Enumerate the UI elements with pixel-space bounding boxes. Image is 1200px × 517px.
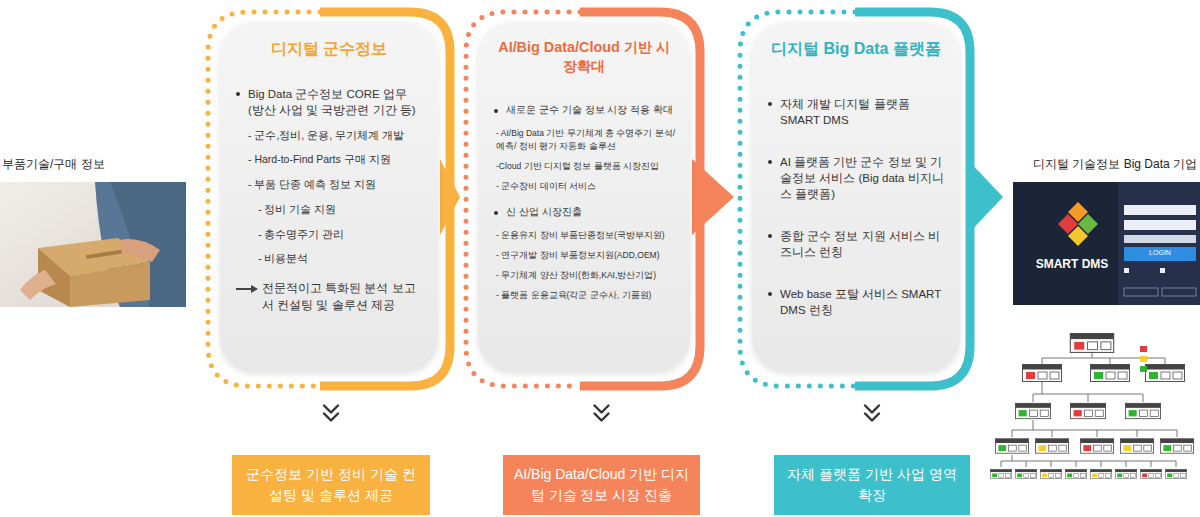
stage-panel: 디지털 Big Data 플랫폼자체 개발 디지털 플랫폼 SMART DMS A… xyxy=(752,22,960,372)
item-text: 자체 플랫폼 기반 사업 영역 확장 xyxy=(784,464,960,506)
panel-outline xyxy=(208,12,970,386)
item-text: Web base 포탈 서비스 SMART DMS 런칭 xyxy=(766,286,946,318)
delivery-photo xyxy=(0,182,186,307)
item-text: AI 플랫폼 기반 군수 정보 및 기술정보 서비스 (Big data 비지니… xyxy=(766,154,946,202)
item-text: - 군수,정비, 운용, 무기체계 개발 xyxy=(234,128,424,143)
item-text: - 운용유지 장비 부품단종정보(국방부지원) xyxy=(492,229,676,242)
arrow-tip xyxy=(966,158,1003,236)
item-text: 군수정보 기반 정비 기술 컨설팅 및 솔루션 제공 xyxy=(242,464,420,506)
photo-caption: 부품기술/구매 정보 xyxy=(2,156,105,173)
item-text: - 연구개발 장비 부품정보지원(ADD,OEM) xyxy=(492,249,676,262)
item-text: 신 산업 시장진출 xyxy=(492,205,676,219)
item-text: 새로운 군수 기술 정보 시장 적용 확대 xyxy=(492,103,676,117)
arrow-tip xyxy=(692,159,734,235)
panel-heading: 디지털 Big Data 플랫폼 xyxy=(766,38,946,60)
item-text: AI/Big Data/Cloud 기반 디지털 기술 정보 시장 진출 xyxy=(513,464,690,506)
item-text: - 정비 기술 지원 xyxy=(234,202,424,217)
stage-panel: AI/Big Data/Cloud 기반 시장확대새로운 군수 기술 정보 시장… xyxy=(478,22,690,372)
company-caption: 디지털 기술정보 Big Data 기업 xyxy=(1033,156,1197,173)
double-chevron xyxy=(324,406,338,421)
double-chevron xyxy=(865,406,879,421)
result-box: 자체 플랫폼 기반 사업 영역 확장 xyxy=(774,455,970,515)
panel-heading: AI/Big Data/Cloud 기반 시장확대 xyxy=(492,38,676,77)
item-text: -Cloud 기반 디지털 정보 플랫폼 시장진입 xyxy=(492,160,676,173)
item-text: Big Data 군수정보 CORE 업무 (방산 사업 및 국방관련 기간 등… xyxy=(234,86,424,118)
item-text: - AI/Big Data 기반 무기체계 총 수명주기 분석/ 예측/ 정비 … xyxy=(492,127,676,153)
result-box: AI/Big Data/Cloud 기반 디지털 기술 정보 시장 진출 xyxy=(503,455,700,515)
item-text: - 비용분석 xyxy=(234,251,424,266)
item-text: 종합 군수 정보 지원 서비스 비즈니스 런칭 xyxy=(766,228,946,260)
arrow-tip xyxy=(440,159,460,235)
button-text: LOGIN xyxy=(1124,249,1196,256)
tree-diagram xyxy=(990,334,1193,479)
stage-panel: 디지털 군수정보 Big Data 군수정보 CORE 업무 (방산 사업 및 국… xyxy=(220,22,438,372)
item-text: 전문적이고 특화된 분석 보고서 컨설팅 및 솔루션 제공 xyxy=(234,280,424,313)
item-text: - 군수장비 데이터 서비스 xyxy=(492,180,676,193)
item-text: - 플랫폼 운용교육(각군 군수사, 기품원) xyxy=(492,289,676,302)
double-chevron xyxy=(595,406,609,421)
logo-text: SMART DMS xyxy=(1026,257,1118,271)
item-text: - 부품 단종 예측 정보 지원 xyxy=(234,177,424,192)
item-text: - Hard-to-Find Parts 구매 지원 xyxy=(234,152,424,167)
item-text: - 무기체계 양산 장비(한화,KAI,방산기업) xyxy=(492,269,676,282)
item-text: 자체 개발 디지털 플랫폼 SMART DMS xyxy=(766,96,946,128)
item-text: - 총수명주기 관리 xyxy=(234,227,424,242)
result-box: 군수정보 기반 정비 기술 컨설팅 및 솔루션 제공 xyxy=(232,455,430,515)
login-screenshot xyxy=(1013,182,1200,305)
panel-heading: 디지털 군수정보 xyxy=(234,38,424,60)
